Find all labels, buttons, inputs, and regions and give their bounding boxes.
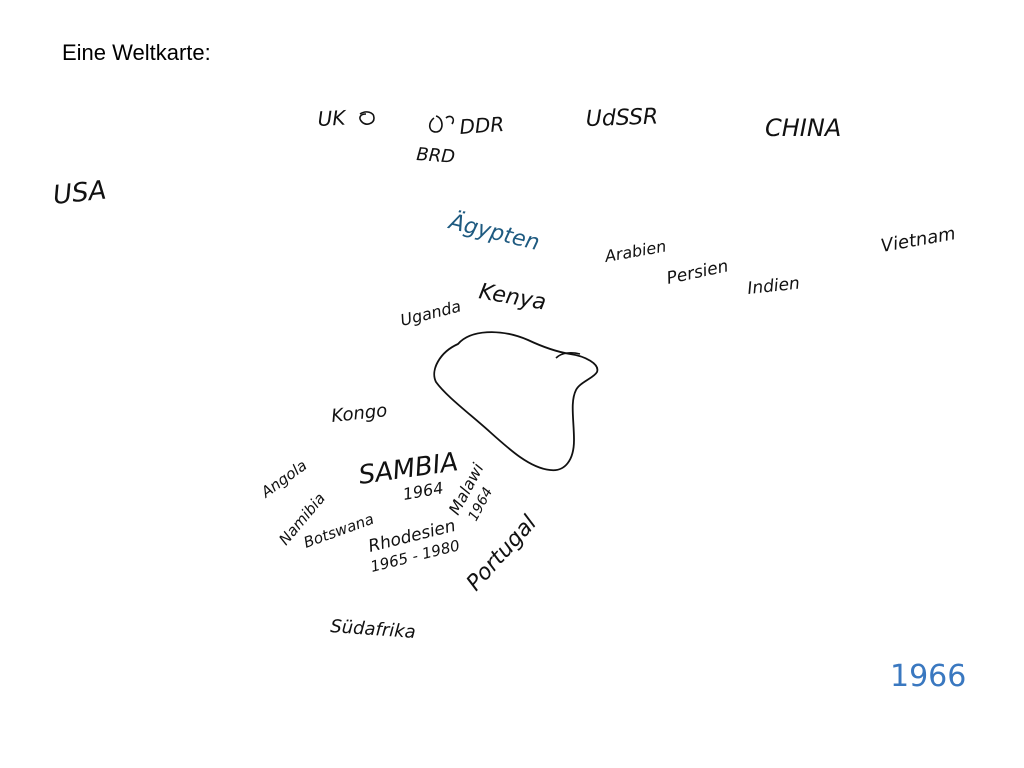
label-kenya: Kenya bbox=[477, 279, 548, 315]
label-usa: USA bbox=[52, 176, 108, 211]
label-udssr: UdSSR bbox=[585, 104, 658, 132]
label-suedafrika: Südafrika bbox=[330, 616, 417, 643]
label-arabien: Arabien bbox=[602, 236, 667, 266]
label-china: CHINA bbox=[765, 114, 841, 142]
label-uk: UK bbox=[317, 105, 348, 131]
year-label: 1966 bbox=[890, 659, 966, 694]
label-brd: BRD bbox=[416, 144, 456, 168]
label-ddr: DDR bbox=[459, 112, 505, 139]
label-aegypten: Ägypten bbox=[445, 208, 543, 256]
country-outline bbox=[433, 331, 599, 472]
ddr-doodle bbox=[428, 115, 455, 133]
slide-title: Eine Weltkarte: bbox=[62, 40, 211, 65]
label-angola: Angola bbox=[257, 456, 310, 502]
label-persien: Persien bbox=[665, 256, 730, 289]
country-outline-tick bbox=[555, 352, 581, 359]
label-vietnam: Vietnam bbox=[879, 223, 957, 257]
label-portugal: Portugal bbox=[462, 511, 542, 596]
uk-doodle bbox=[359, 111, 375, 125]
label-indien: Indien bbox=[746, 274, 800, 299]
label-kongo: Kongo bbox=[330, 400, 388, 427]
label-uganda: Uganda bbox=[398, 296, 463, 329]
